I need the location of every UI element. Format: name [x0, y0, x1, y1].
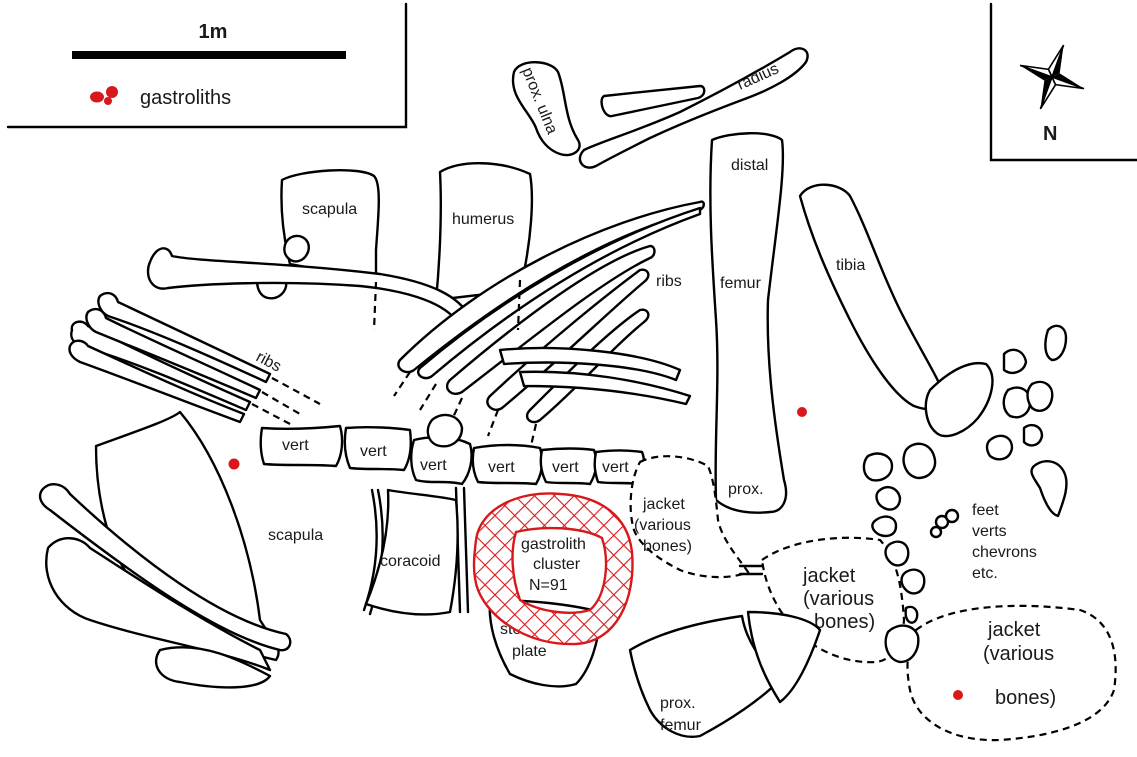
- scale-label: 1m: [199, 21, 228, 43]
- tibia-label: tibia: [836, 257, 865, 274]
- femur-distal-label: distal: [731, 157, 768, 174]
- jacket-2-label-2: (various: [803, 588, 874, 610]
- sternal-label-2: plate: [512, 643, 547, 660]
- femur-label: femur: [720, 275, 762, 292]
- scapula-upper-label: scapula: [302, 201, 357, 218]
- vert-label-6: vert: [602, 459, 629, 476]
- vert-row: [261, 415, 644, 484]
- prox-femur-label-1: prox.: [660, 695, 696, 712]
- jacket-3-label-1: jacket: [987, 619, 1041, 641]
- vert-label-2: vert: [360, 443, 387, 460]
- coracoid-label: coracoid: [380, 553, 440, 570]
- prox-femur-label-2: femur: [660, 717, 702, 734]
- cluster-label-1: gastrolith: [521, 536, 586, 553]
- tibia-bone: [800, 185, 944, 409]
- jacket-3-label-2: (various: [983, 643, 1054, 665]
- vert-label-3: vert: [420, 457, 447, 474]
- feet-label-4: etc.: [972, 565, 998, 582]
- feet-label-2: verts: [972, 523, 1007, 540]
- vert-label-5: vert: [552, 459, 579, 476]
- jacket-1-label-1: jacket: [642, 496, 685, 513]
- jacket-1-label-2: (various: [634, 517, 691, 534]
- compass-rose-icon: [1008, 33, 1095, 120]
- vert-label-1: vert: [282, 437, 309, 454]
- gastrolith-marker: [229, 459, 240, 470]
- jacket-2-label-1: jacket: [802, 565, 856, 587]
- femur-bone: [710, 133, 786, 512]
- gastrolith-legend-icon: [90, 86, 118, 105]
- scapula-lower-label: scapula: [268, 527, 323, 544]
- jacket-2-label-3: bones): [814, 611, 875, 633]
- cluster-label-2: cluster: [533, 556, 581, 573]
- north-label: N: [1043, 123, 1057, 145]
- vert-label-4: vert: [488, 459, 515, 476]
- feet-label-1: feet: [972, 502, 999, 519]
- scapula-knob: [284, 236, 308, 261]
- ribs-fan: [374, 202, 704, 450]
- scapula-upper-bone: [281, 170, 378, 280]
- ribs-left: [69, 293, 320, 424]
- jacket-1-label-3: bones): [643, 538, 692, 555]
- jacket-3-label-3: bones): [995, 687, 1056, 709]
- gastrolith-marker: [953, 690, 963, 700]
- ribs-upper-label: ribs: [656, 273, 682, 290]
- humerus-label: humerus: [452, 211, 514, 228]
- legend: 1m gastroliths: [8, 4, 406, 127]
- femur-prox-label: prox.: [728, 481, 764, 498]
- gastrolith-marker: [797, 407, 807, 417]
- cluster-label-3: N=91: [529, 577, 568, 594]
- feet-label-3: chevrons: [972, 544, 1037, 561]
- compass: N: [991, 4, 1137, 160]
- scale-bar: [72, 51, 346, 59]
- gastroliths-legend-label: gastroliths: [140, 87, 231, 109]
